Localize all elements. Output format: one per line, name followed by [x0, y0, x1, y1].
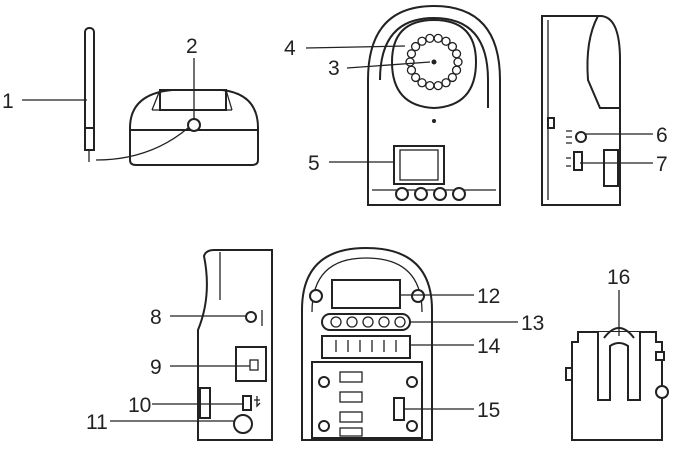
callout-6: 6	[656, 124, 668, 147]
callout-1: 1	[2, 90, 14, 113]
callout-8: 8	[150, 306, 162, 329]
wall-mount-bracket	[565, 327, 669, 441]
infrared-led	[425, 33, 435, 44]
infrared-led	[406, 49, 417, 59]
infrared-led	[410, 72, 421, 83]
callout-13: 13	[521, 312, 544, 335]
leader-lines	[22, 45, 653, 422]
callout-16: 16	[607, 266, 630, 289]
camera-front	[367, 4, 501, 206]
infrared-led	[453, 57, 463, 67]
camera-left-side-view	[197, 249, 273, 441]
infrared-led	[433, 33, 443, 44]
infrared-led	[405, 57, 415, 67]
callout-10: 10	[128, 394, 151, 417]
infrared-led	[441, 78, 451, 88]
infrared-led	[417, 78, 427, 88]
callout-11: 11	[86, 411, 108, 434]
callout-15: 15	[477, 399, 500, 422]
charging-base	[95, 89, 259, 166]
infrared-led	[451, 65, 462, 75]
infrared-led	[433, 80, 443, 91]
callout-12: 12	[477, 285, 500, 308]
callout-2: 2	[186, 35, 198, 58]
infrared-led-ring	[405, 33, 463, 91]
infrared-led	[410, 41, 421, 52]
camera-back	[301, 246, 433, 441]
infrared-led	[425, 80, 435, 91]
infrared-led	[406, 65, 417, 75]
infrared-led	[441, 36, 451, 46]
callout-5: 5	[308, 152, 320, 175]
callout-labels: 1 2 3 4 5 6 7 8 9 10 11 12 13 14 15 16	[2, 35, 668, 434]
infrared-led	[417, 36, 427, 46]
callout-3: 3	[328, 57, 340, 80]
infrared-led	[447, 72, 458, 83]
infrared-led	[447, 41, 458, 52]
callout-7: 7	[656, 153, 668, 176]
infrared-led	[451, 49, 462, 59]
camera-side-view	[541, 15, 621, 206]
callout-14: 14	[477, 335, 501, 358]
callout-4: 4	[284, 37, 296, 60]
callout-9: 9	[150, 356, 162, 379]
antenna	[84, 27, 95, 162]
